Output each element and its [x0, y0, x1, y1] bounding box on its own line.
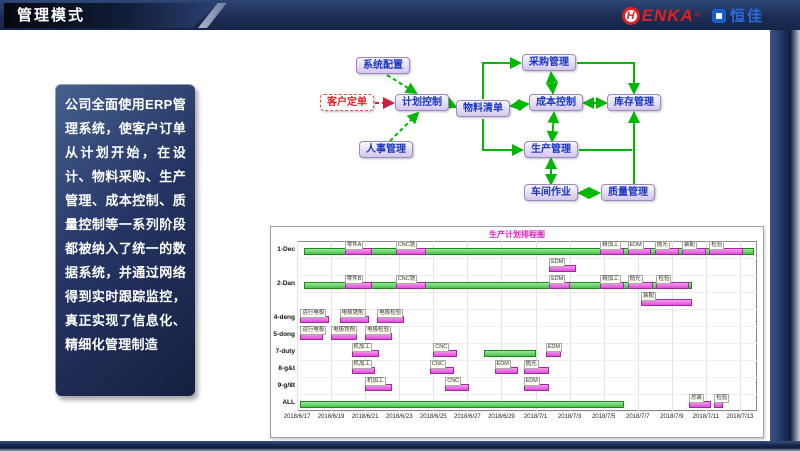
- flow-node-quality: 质量管理: [601, 184, 655, 201]
- gantt-row-label: 8-g&t: [271, 365, 295, 372]
- gantt-bar-label: 运行电极: [300, 309, 326, 318]
- description-panel: 公司全面使用ERP管理系统，使客户订单从计划开始，在设计、物料采购、生产管理、成…: [55, 84, 195, 396]
- gantt-row-label: 9-g/8t: [271, 382, 295, 389]
- gantt-bar-label: 电极检验: [377, 309, 403, 318]
- gantt-axis-label: 2018/7/1: [519, 414, 553, 420]
- flow-node-purchase: 采购管理: [522, 54, 576, 71]
- gantt-title: 生产计划排程图: [271, 229, 763, 240]
- gantt-axis-label: 2018/6/23: [382, 414, 416, 420]
- gantt-bar-label: EDM: [524, 377, 540, 386]
- gantt-row-separator: [297, 411, 757, 412]
- registered-mark: ®: [695, 12, 700, 19]
- gantt-axis-label: 2018/7/3: [553, 414, 587, 420]
- gantt-bar-label: CNC: [430, 360, 446, 369]
- gantt-bar-label: 总装: [689, 394, 704, 403]
- gantt-axis-label: 2018/7/11: [689, 414, 723, 420]
- gantt-bar-label: 抛光: [524, 360, 539, 369]
- gantt-axis-label: 2018/6/19: [314, 414, 348, 420]
- gantt-bar: [300, 401, 624, 408]
- erp-flow-diagram: 系统配置客户定单 计划控制物料清单 采购管理成本控制 库存管理生产管理 人事管理车间作业…: [280, 45, 680, 217]
- flow-edge-cost-control-production: [552, 113, 554, 141]
- flow-node-production: 生产管理: [524, 141, 578, 158]
- gantt-bar-label: CNC铣: [396, 275, 417, 284]
- gantt-axis-label: 2018/6/25: [416, 414, 450, 420]
- gantt-bar-label: EDM: [628, 241, 644, 250]
- gantt-bar-label: 装配: [641, 292, 656, 301]
- gantt-bar-label: EDM: [549, 275, 565, 284]
- gantt-row-separator: [297, 275, 757, 276]
- flow-edge-purchase-inventory: [577, 63, 634, 93]
- flow-edge-bom-purchase: [483, 63, 520, 99]
- gantt-row-label: 7-duty: [271, 348, 295, 355]
- gantt-bar-label: 抛光: [655, 241, 670, 250]
- gantt-row-separator: [297, 292, 757, 293]
- gantt-bar-label: 精加工: [600, 275, 621, 284]
- title-banner: 管理模式: [4, 3, 216, 28]
- flow-node-shopfloor: 车间作业: [524, 184, 578, 201]
- gantt-axis-label: 2018/6/21: [348, 414, 382, 420]
- gantt-bar-label: 检验: [709, 241, 724, 250]
- right-decoration-band: [770, 30, 800, 441]
- gantt-axis-label: 2018/6/27: [450, 414, 484, 420]
- gantt-bar-label: 零件B: [345, 275, 364, 284]
- gantt-bar-label: 精加工: [600, 241, 621, 250]
- gantt-bar-label: 机加工: [352, 343, 373, 352]
- henka-logo-icon: H: [622, 7, 640, 25]
- gantt-axis-label: 2018/7/5: [587, 414, 621, 420]
- flow-node-cost-control: 成本控制: [529, 94, 583, 111]
- flow-edge-bom-production: [483, 119, 522, 150]
- gantt-bar-label: 零件A: [345, 241, 364, 250]
- flow-edge-bom-cost-control: [511, 104, 528, 106]
- gantt-row-separator: [297, 309, 757, 310]
- gantt-bar-label: 运行电极: [300, 326, 326, 335]
- page-title: 管理模式: [4, 3, 216, 28]
- gantt-row-label: 1-Dec: [271, 246, 295, 253]
- gantt-axis-label: 2018/6/17: [280, 414, 314, 420]
- flow-node-inventory: 库存管理: [607, 94, 661, 111]
- gantt-bar-label: 机加工: [365, 377, 386, 386]
- flow-edge-plan-control-bom: [449, 104, 456, 107]
- gantt-row-label: 2-Dan: [271, 280, 295, 287]
- gantt-row-label: 5-dong: [271, 331, 295, 338]
- flow-edge-hr-plan-control: [390, 113, 418, 141]
- gantt-bar: [484, 350, 535, 357]
- flow-node-customer-order: 客户定单: [320, 94, 374, 111]
- brand-name: ENKA: [642, 6, 694, 26]
- gantt-bar-label: 电极检验: [365, 326, 391, 335]
- gantt-bar-label: 电极铣削: [331, 326, 357, 335]
- gantt-bar-label: CNC: [433, 343, 449, 352]
- gantt-axis-label: 2018/7/13: [723, 414, 757, 420]
- brand-name-cn: 恒佳: [730, 5, 764, 26]
- description-text: 公司全面使用ERP管理系统，使客户订单从计划开始，在设计、物料采购、生产管理、成…: [65, 93, 186, 358]
- gantt-bar-label: 检验: [714, 394, 729, 403]
- gantt-row-label: ALL: [271, 399, 295, 406]
- flow-node-plan-control: 计划控制: [395, 94, 449, 111]
- bottom-decoration-band: [0, 441, 800, 451]
- gantt-chart: 生产计划排程图 2018/6/172018/6/192018/6/212018/…: [270, 226, 764, 438]
- gantt-bar-label: CNC铣: [396, 241, 417, 250]
- gantt-bar-label: EDM: [549, 258, 565, 267]
- gantt-row-separator: [297, 258, 757, 259]
- gantt-bar-label: EDM: [546, 343, 562, 352]
- brand-logo: H ENKA ® 恒佳: [622, 5, 764, 26]
- brand-cn-icon: [712, 9, 726, 23]
- gantt-bar-label: 电极铣削: [340, 309, 366, 318]
- flow-node-system-config: 系统配置: [356, 57, 410, 74]
- gantt-bar-label: 抛光: [628, 275, 643, 284]
- gantt-bar-label: 装配: [682, 241, 697, 250]
- gantt-axis-label: 2018/7/9: [655, 414, 689, 420]
- gantt-axis-label: 2018/6/29: [484, 414, 518, 420]
- flow-node-hr: 人事管理: [359, 141, 413, 158]
- gantt-bar-label: 机加工: [352, 360, 373, 369]
- header-bar: 管理模式 H ENKA ® 恒佳: [0, 0, 800, 30]
- flow-node-bom: 物料清单: [456, 100, 510, 117]
- flow-edge-system-config-plan-control: [387, 75, 416, 93]
- gantt-bar-label: 检验: [656, 275, 671, 284]
- flow-edge-cost-control-purchase: [551, 73, 553, 93]
- gantt-bar-label: EDM: [495, 360, 511, 369]
- gantt-bar-label: CNC: [445, 377, 461, 386]
- gantt-axis-label: 2018/7/7: [621, 414, 655, 420]
- gantt-row-label: 4-deng: [271, 314, 295, 321]
